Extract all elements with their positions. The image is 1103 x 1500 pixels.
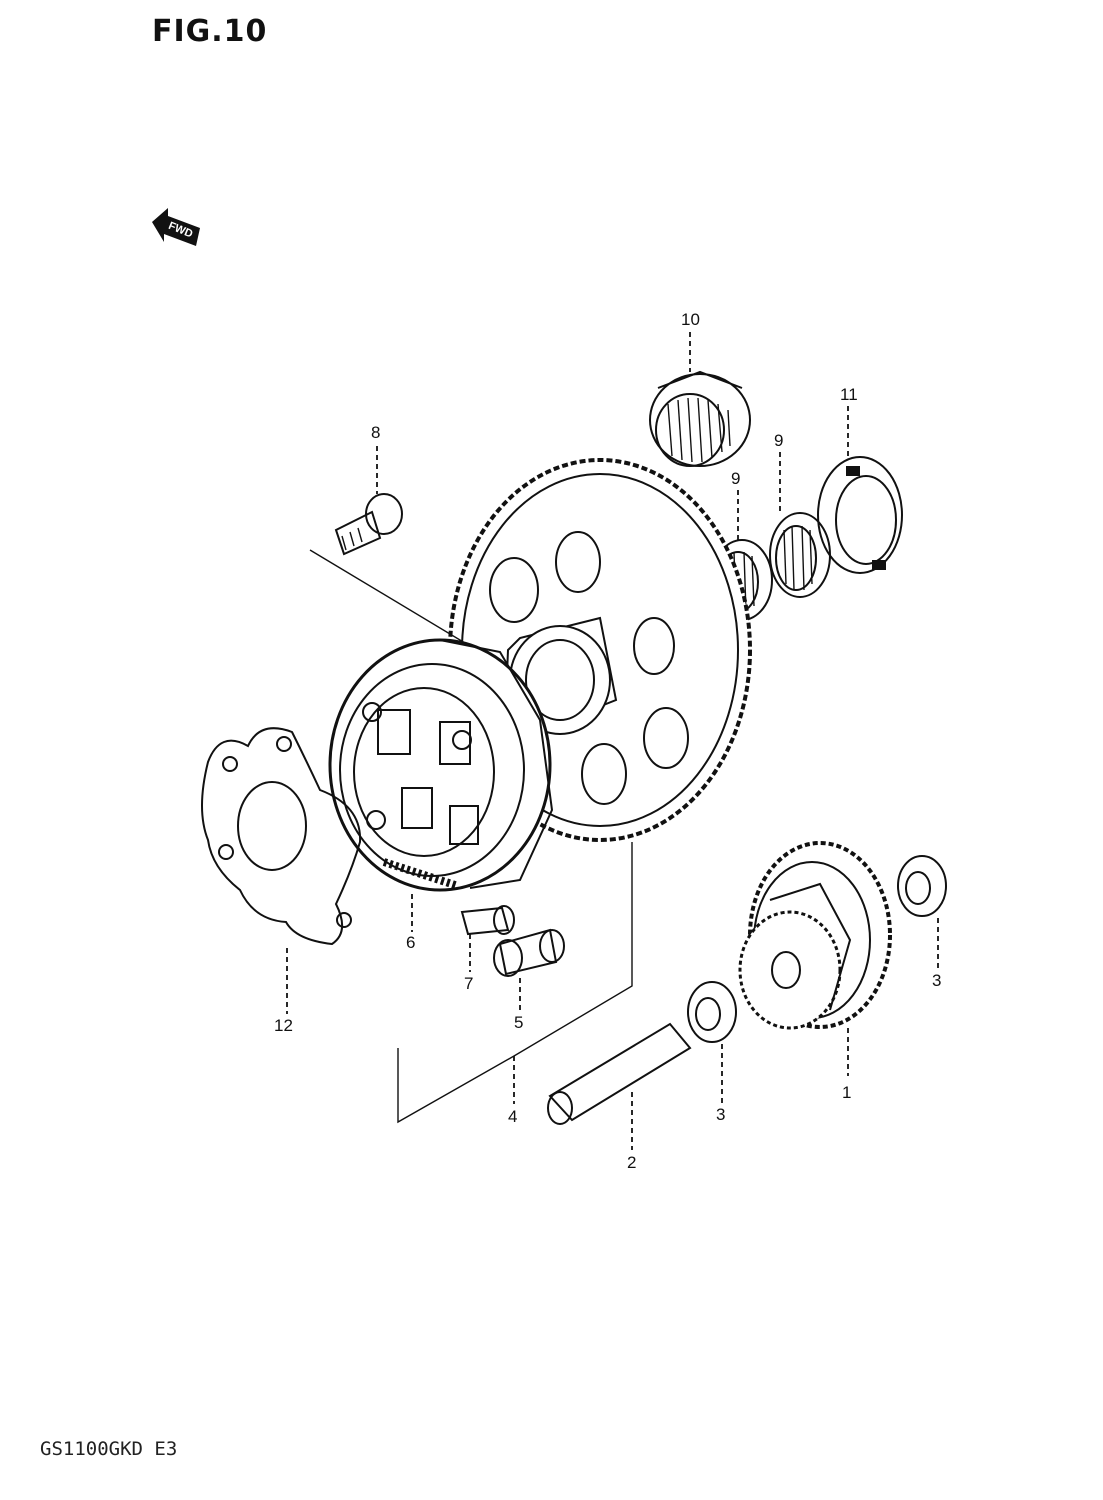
forward-arrow-icon: FWD (152, 208, 200, 246)
clutch-spring (382, 858, 460, 890)
callout-5: 5 (514, 1013, 523, 1032)
needle-bearing-middle-b (769, 512, 831, 598)
callout-8: 8 (371, 423, 380, 442)
bolt (334, 493, 403, 556)
callout-11: 11 (840, 385, 858, 404)
clutch-cover-plate (201, 727, 362, 946)
callout-1: 1 (842, 1083, 851, 1102)
callout-4: 4 (508, 1107, 517, 1126)
callout-9-upper: 9 (774, 431, 783, 450)
thrust-washer (817, 456, 903, 574)
plunger (460, 905, 515, 936)
figure-title: FIG.10 (152, 14, 268, 49)
washer-right (897, 855, 947, 917)
starter-idle-gear (738, 841, 892, 1030)
callout-6: 6 (406, 933, 415, 952)
callout-3-right: 3 (932, 971, 941, 990)
clutch-roller (493, 928, 565, 977)
model-code-footer: GS1100GKD E3 (40, 1438, 178, 1460)
callout-3-shaft: 3 (716, 1105, 725, 1124)
callout-12: 12 (274, 1016, 293, 1035)
callout-10: 10 (681, 310, 700, 329)
needle-bearing-upper (649, 370, 751, 467)
one-way-clutch-housing (328, 638, 554, 892)
callout-9-lower: 9 (731, 469, 740, 488)
callout-labels: 10 11 9 9 8 6 7 5 12 4 2 3 1 3 (274, 310, 941, 1172)
callout-2: 2 (627, 1153, 636, 1172)
leader-lines (286, 332, 939, 1150)
callout-7: 7 (464, 974, 473, 993)
idle-gear-shaft (547, 1022, 692, 1125)
washer-shaft (687, 981, 737, 1043)
